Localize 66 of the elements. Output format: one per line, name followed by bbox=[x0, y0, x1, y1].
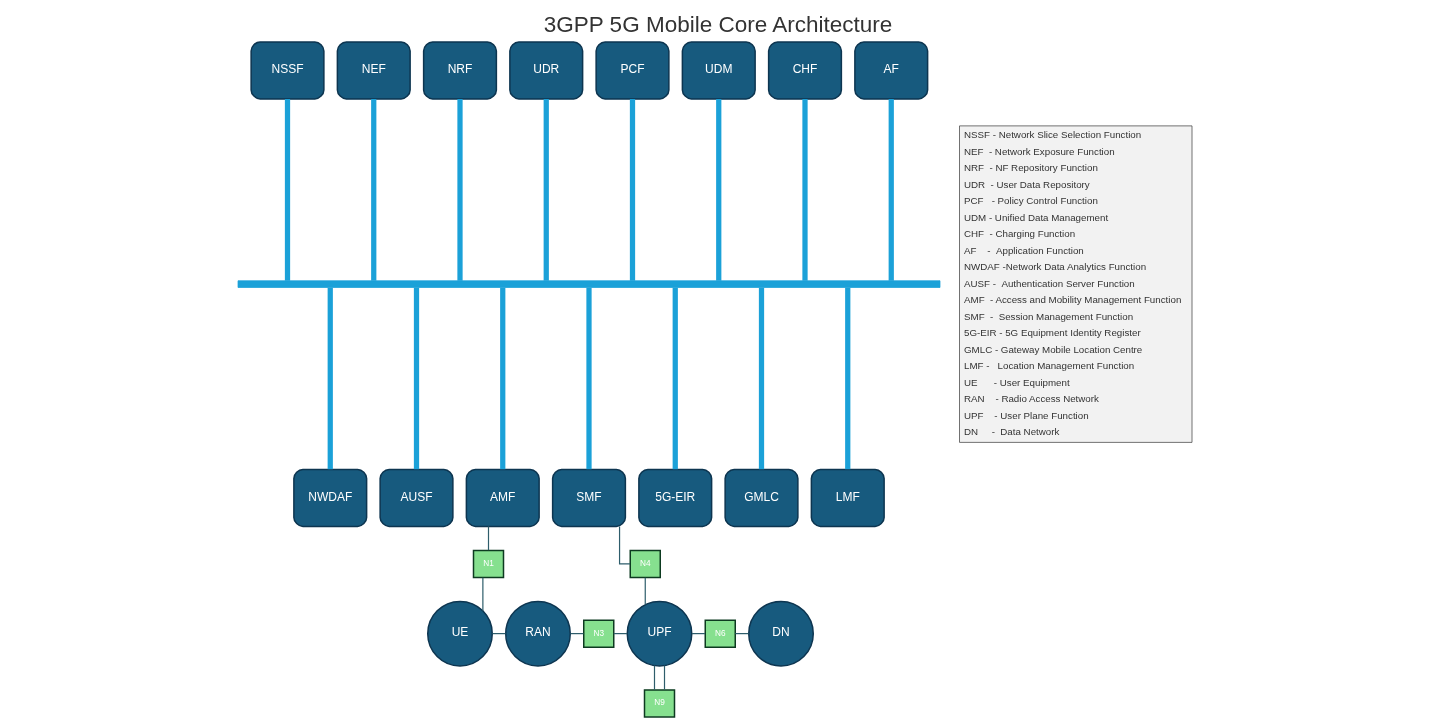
connector bbox=[618, 525, 631, 565]
connector bbox=[327, 287, 333, 470]
label: 5G-EIR - 5G Equipment Identity Register bbox=[964, 327, 1141, 339]
label: RAN - Radio Access Network bbox=[964, 393, 1099, 405]
connector bbox=[629, 99, 636, 281]
label: GMLC - Gateway Mobile Location Centre bbox=[964, 343, 1143, 355]
label: AUSF - Authentication Server Function bbox=[964, 277, 1135, 289]
label: NRF - NF Repository Function bbox=[964, 162, 1098, 174]
connector bbox=[663, 664, 666, 691]
label: AMF - Access and Mobility Management Function bbox=[964, 294, 1182, 306]
label: UDM - Unified Data Management bbox=[964, 211, 1109, 223]
connector bbox=[802, 99, 808, 281]
connector bbox=[653, 665, 656, 691]
connector bbox=[482, 577, 484, 612]
connector bbox=[284, 99, 291, 281]
connector bbox=[413, 287, 420, 470]
connector bbox=[758, 287, 765, 470]
node-box: NRF bbox=[422, 41, 498, 100]
node-box: N9 bbox=[643, 689, 676, 718]
node-circle: RAN bbox=[505, 600, 571, 667]
connector bbox=[500, 287, 506, 470]
node-box: UDR bbox=[509, 41, 584, 100]
label: DN - Data Network bbox=[964, 426, 1060, 438]
node-box: GMLC bbox=[724, 468, 799, 528]
connector bbox=[487, 525, 490, 551]
label: UDR - User Data Repository bbox=[964, 178, 1090, 190]
connector bbox=[457, 99, 463, 281]
node-box: AMF bbox=[465, 468, 540, 528]
node-box: NWDAF bbox=[293, 468, 368, 528]
node-circle: UPF bbox=[626, 600, 693, 667]
connector bbox=[672, 287, 678, 470]
label: SMF - Session Management Function bbox=[964, 310, 1134, 322]
node-box: PCF bbox=[595, 41, 670, 100]
label: NEF - Network Exposure Function bbox=[964, 145, 1115, 157]
node-box: 5G-EIR bbox=[638, 468, 713, 528]
node-box: CHF bbox=[767, 41, 843, 100]
connector bbox=[845, 287, 851, 470]
node-box: AUSF bbox=[379, 468, 454, 528]
node-box: UDM bbox=[681, 41, 756, 100]
node-box: AF bbox=[854, 41, 929, 100]
node-box: LMF bbox=[810, 468, 885, 528]
node-circle: DN bbox=[748, 600, 814, 667]
label: AF - Application Function bbox=[964, 244, 1084, 256]
node-box: N6 bbox=[704, 619, 736, 648]
node-box: N3 bbox=[583, 619, 615, 648]
node-box: N4 bbox=[629, 549, 661, 579]
connector bbox=[716, 99, 722, 281]
diagram-title: 3GPP 5G Mobile Core Architecture bbox=[543, 12, 893, 38]
node-box: SMF bbox=[551, 468, 627, 528]
label: LMF - Location Management Function bbox=[964, 360, 1135, 372]
connector bbox=[888, 99, 894, 281]
node-box: NEF bbox=[336, 41, 411, 100]
label: CHF - Charging Function bbox=[964, 228, 1076, 240]
label: UPF - User Plane Function bbox=[964, 409, 1089, 421]
label: NWDAF -Network Data Analytics Function bbox=[964, 261, 1147, 273]
label: PCF - Policy Control Function bbox=[964, 195, 1098, 207]
connector bbox=[644, 577, 646, 606]
node-bar bbox=[237, 280, 941, 288]
label: NSSF - Network Slice Selection Function bbox=[964, 129, 1142, 141]
label: UE - User Equipment bbox=[964, 376, 1070, 388]
connector bbox=[371, 99, 377, 281]
connector bbox=[543, 99, 549, 281]
node-box: NSSF bbox=[250, 41, 325, 100]
node-circle: UE bbox=[427, 600, 493, 667]
node-box: N1 bbox=[472, 549, 505, 579]
connector bbox=[586, 287, 592, 470]
